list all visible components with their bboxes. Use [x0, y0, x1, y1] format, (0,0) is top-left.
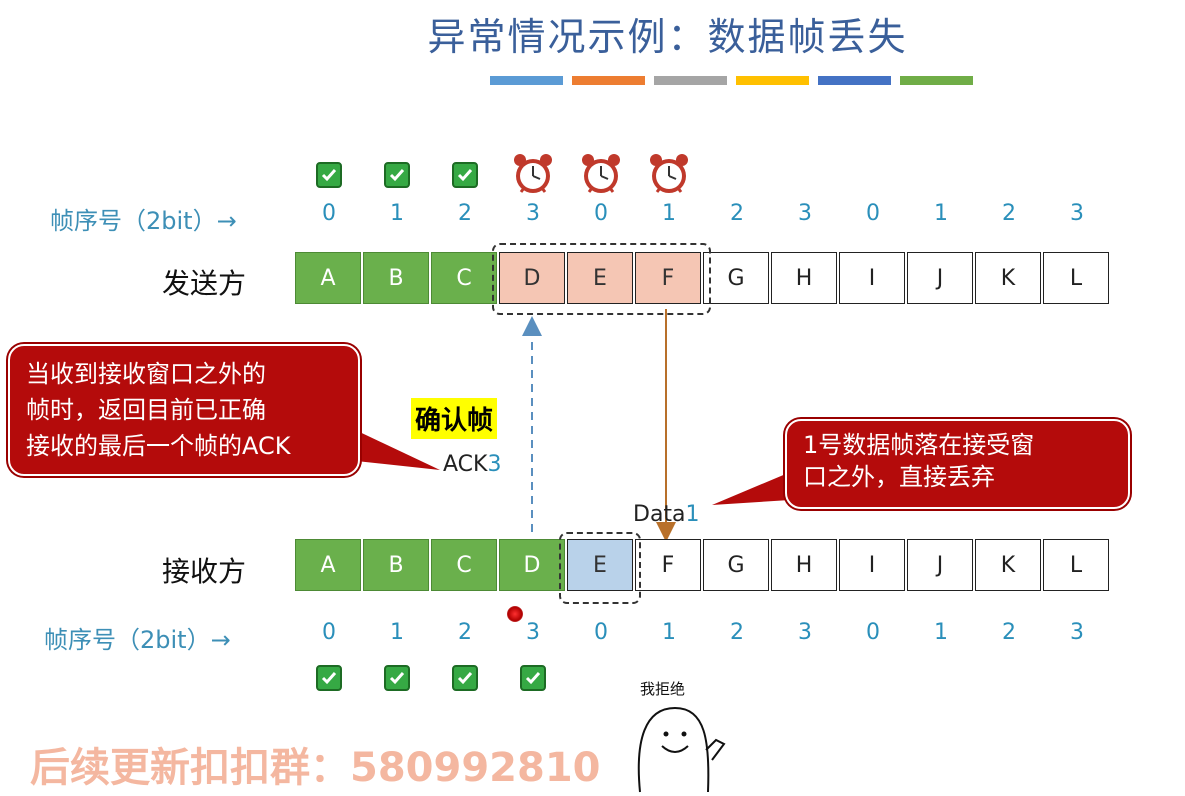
- slide-title-text: 异常情况示例：数据帧丢失: [427, 15, 908, 59]
- left-callout-line-3: 接收的最后一个帧的ACK: [26, 432, 291, 460]
- checkbox-checked-icon: [384, 162, 410, 188]
- sender-frame-cell: B: [363, 252, 429, 304]
- right-callout-tail: [712, 468, 800, 505]
- ack-text: ACK: [443, 452, 488, 477]
- receiver-seq-label: 帧序号（2bit）→: [44, 626, 231, 654]
- receiver-seq-number: 1: [934, 620, 948, 645]
- receiver-frame-cell: A: [295, 539, 361, 591]
- color-bar: [736, 76, 809, 85]
- cursor-dot: [507, 606, 523, 622]
- sender-window-box: [492, 243, 711, 315]
- sender-seq-number: 2: [458, 201, 472, 226]
- receiver-frame-cell: B: [363, 539, 429, 591]
- alarm-clock-icon: [647, 152, 691, 196]
- color-bar: [654, 76, 727, 85]
- ack-title: 确认帧: [411, 398, 498, 439]
- receiver-frame-cell: C: [431, 539, 497, 591]
- sender-seq-number: 1: [390, 201, 404, 226]
- sender-seq-number: 1: [934, 201, 948, 226]
- alarm-clock-icon: [511, 152, 555, 196]
- sender-seq-number: 2: [1002, 201, 1016, 226]
- checkbox-checked-icon: [316, 665, 342, 691]
- sender-frame-cell: A: [295, 252, 361, 304]
- alarm-clock-icon: [579, 152, 623, 196]
- receiver-seq-number: 1: [662, 620, 676, 645]
- sender-frame-cell: K: [975, 252, 1041, 304]
- color-bar: [900, 76, 973, 85]
- receiver-label: 接收方: [162, 555, 247, 588]
- left-callout-line-1: 当收到接收窗口之外的: [26, 360, 266, 388]
- sender-frame-cell: F: [635, 252, 701, 304]
- data-number: 1: [685, 502, 700, 527]
- right-callout-line-2: 口之外，直接丢弃: [803, 463, 995, 491]
- sender-frame-cell: G: [703, 252, 769, 304]
- ack-label: ACK3: [443, 452, 501, 477]
- color-bar: [490, 76, 563, 85]
- sender-frame-cell: D: [499, 252, 565, 304]
- sender-frame-cell: E: [567, 252, 633, 304]
- sender-frame-cell: I: [839, 252, 905, 304]
- sender-frame-cell: L: [1043, 252, 1109, 304]
- sender-seq-number: 1: [662, 201, 676, 226]
- left-callout-line-2: 帧时，返回目前已正确: [26, 396, 266, 424]
- right-callout: 1号数据帧落在接受窗 口之外，直接丢弃: [785, 419, 1130, 509]
- receiver-seq-number: 3: [526, 620, 540, 645]
- ack-number: 3: [487, 452, 502, 477]
- receiver-window-box: [559, 532, 641, 604]
- color-bar: [818, 76, 891, 85]
- sender-label: 发送方: [162, 267, 247, 300]
- receiver-frame-cell: F: [635, 539, 701, 591]
- right-callout-line-1: 1号数据帧落在接受窗: [803, 431, 1035, 459]
- receiver-seq-number: 2: [1002, 620, 1016, 645]
- sender-seq-number: 0: [594, 201, 608, 226]
- receiver-frame-cell: K: [975, 539, 1041, 591]
- sender-seq-number: 3: [798, 201, 812, 226]
- cartoon-speech: 我拒绝: [640, 680, 686, 698]
- sender-seq-number: 0: [866, 201, 880, 226]
- receiver-frame-cell: I: [839, 539, 905, 591]
- color-bar: [572, 76, 645, 85]
- receiver-frame-cell: J: [907, 539, 973, 591]
- sender-seq-number: 3: [526, 201, 540, 226]
- footer-text: 后续更新扣扣群：580992810: [30, 745, 601, 791]
- checkbox-checked-icon: [452, 162, 478, 188]
- slide-title: 异常情况示例：数据帧丢失: [0, 6, 1185, 61]
- receiver-seq-number: 1: [390, 620, 404, 645]
- checkbox-checked-icon: [384, 665, 410, 691]
- sender-seq-number: 0: [322, 201, 336, 226]
- receiver-frame-cell: D: [499, 539, 565, 591]
- left-callout: 当收到接收窗口之外的 帧时，返回目前已正确 接收的最后一个帧的ACK: [8, 344, 360, 476]
- receiver-frame-cell: L: [1043, 539, 1109, 591]
- receiver-seq-number: 0: [866, 620, 880, 645]
- checkbox-checked-icon: [316, 162, 342, 188]
- receiver-frame-cell: E: [567, 539, 633, 591]
- sender-frame-cell: J: [907, 252, 973, 304]
- data-text: Data: [633, 502, 686, 527]
- receiver-frame-cell: H: [771, 539, 837, 591]
- sender-seq-label: 帧序号（2bit）→: [50, 207, 237, 235]
- receiver-seq-number: 3: [798, 620, 812, 645]
- receiver-seq-number: 0: [322, 620, 336, 645]
- receiver-seq-number: 2: [730, 620, 744, 645]
- sender-seq-number: 2: [730, 201, 744, 226]
- cartoon-figure-icon: [637, 706, 726, 793]
- checkbox-checked-icon: [452, 665, 478, 691]
- sender-frame-cell: H: [771, 252, 837, 304]
- receiver-seq-number: 2: [458, 620, 472, 645]
- receiver-frame-cell: G: [703, 539, 769, 591]
- data-label: Data1: [633, 502, 700, 527]
- receiver-seq-number: 3: [1070, 620, 1084, 645]
- sender-seq-number: 3: [1070, 201, 1084, 226]
- checkbox-checked-icon: [520, 665, 546, 691]
- receiver-seq-number: 0: [594, 620, 608, 645]
- sender-frame-cell: C: [431, 252, 497, 304]
